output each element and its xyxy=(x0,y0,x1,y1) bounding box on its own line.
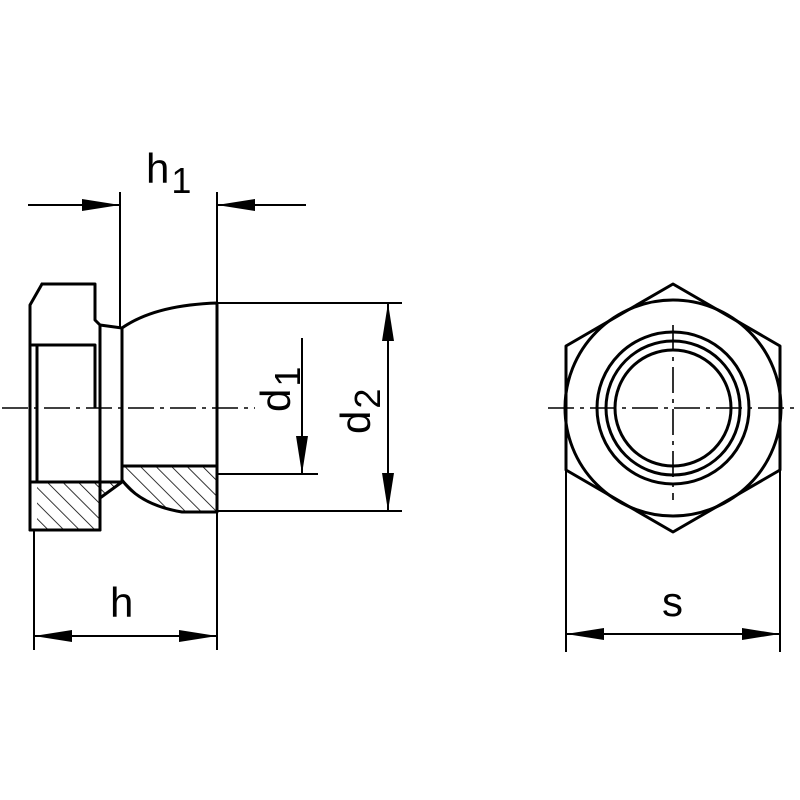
shear-collar xyxy=(98,301,219,514)
d1-label-main: d xyxy=(252,389,299,412)
h1-label: h1 xyxy=(146,145,191,201)
dimension-h1: h1 xyxy=(28,145,306,328)
dimension-s: s xyxy=(565,470,781,652)
end-view: s xyxy=(548,282,798,652)
hex-head xyxy=(28,282,124,532)
section-hatching xyxy=(37,466,217,530)
h1-label-subscript: 1 xyxy=(171,160,191,201)
h1-label-main: h xyxy=(146,145,169,192)
h-label: h xyxy=(110,579,133,626)
d1-label-subscript: 1 xyxy=(267,367,308,387)
dimension-d2: d2 xyxy=(217,302,402,512)
dimension-d1: d1 xyxy=(217,338,318,475)
dimension-h: h xyxy=(33,512,218,650)
d1-label: d1 xyxy=(252,367,308,412)
s-label: s xyxy=(662,578,683,625)
side-view: h1 h d1 d2 xyxy=(2,145,402,650)
d2-label-subscript: 2 xyxy=(347,389,388,409)
d2-label-main: d xyxy=(332,411,379,434)
hexagon-outline xyxy=(564,282,782,534)
d2-label: d2 xyxy=(332,389,388,434)
